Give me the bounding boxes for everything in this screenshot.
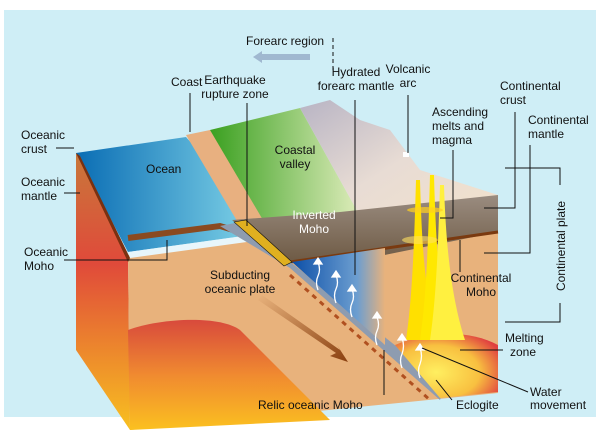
ocean-shelf-edge	[128, 232, 276, 258]
left-side-face	[76, 153, 130, 430]
label-ocean: Ocean	[146, 162, 181, 176]
hydrated-forearc-mantle	[292, 248, 385, 345]
forearc-arrow	[253, 51, 310, 63]
relic-oceanic-moho	[289, 273, 431, 402]
magma-plume	[420, 175, 450, 340]
subducting-slab	[220, 222, 445, 400]
magma-plume	[430, 185, 465, 340]
magma-plume	[406, 180, 440, 340]
hot-mantle-region	[128, 319, 330, 430]
volcano-vent	[403, 152, 409, 157]
label-eclogite: Eclogite	[456, 398, 499, 412]
continental-moho	[289, 230, 499, 264]
oceanic-crust-edge	[76, 153, 130, 262]
magma-chamber-glow	[407, 207, 443, 213]
ocean-surface	[76, 137, 272, 252]
coastal-valley-surface	[210, 108, 365, 232]
leader-lines	[56, 93, 561, 401]
label-forearc-region: Forearc region	[246, 34, 324, 48]
label-continental-plate: Continental plate	[554, 201, 568, 291]
mountain-range	[300, 100, 498, 225]
label-relic-oceanic-moho: Relic oceanic Moho	[258, 398, 363, 412]
water-movement-arrows	[312, 256, 426, 379]
magma-chamber-glow	[402, 236, 438, 244]
label-coast: Coast	[171, 75, 203, 89]
subduction-direction-arrow	[258, 295, 348, 362]
